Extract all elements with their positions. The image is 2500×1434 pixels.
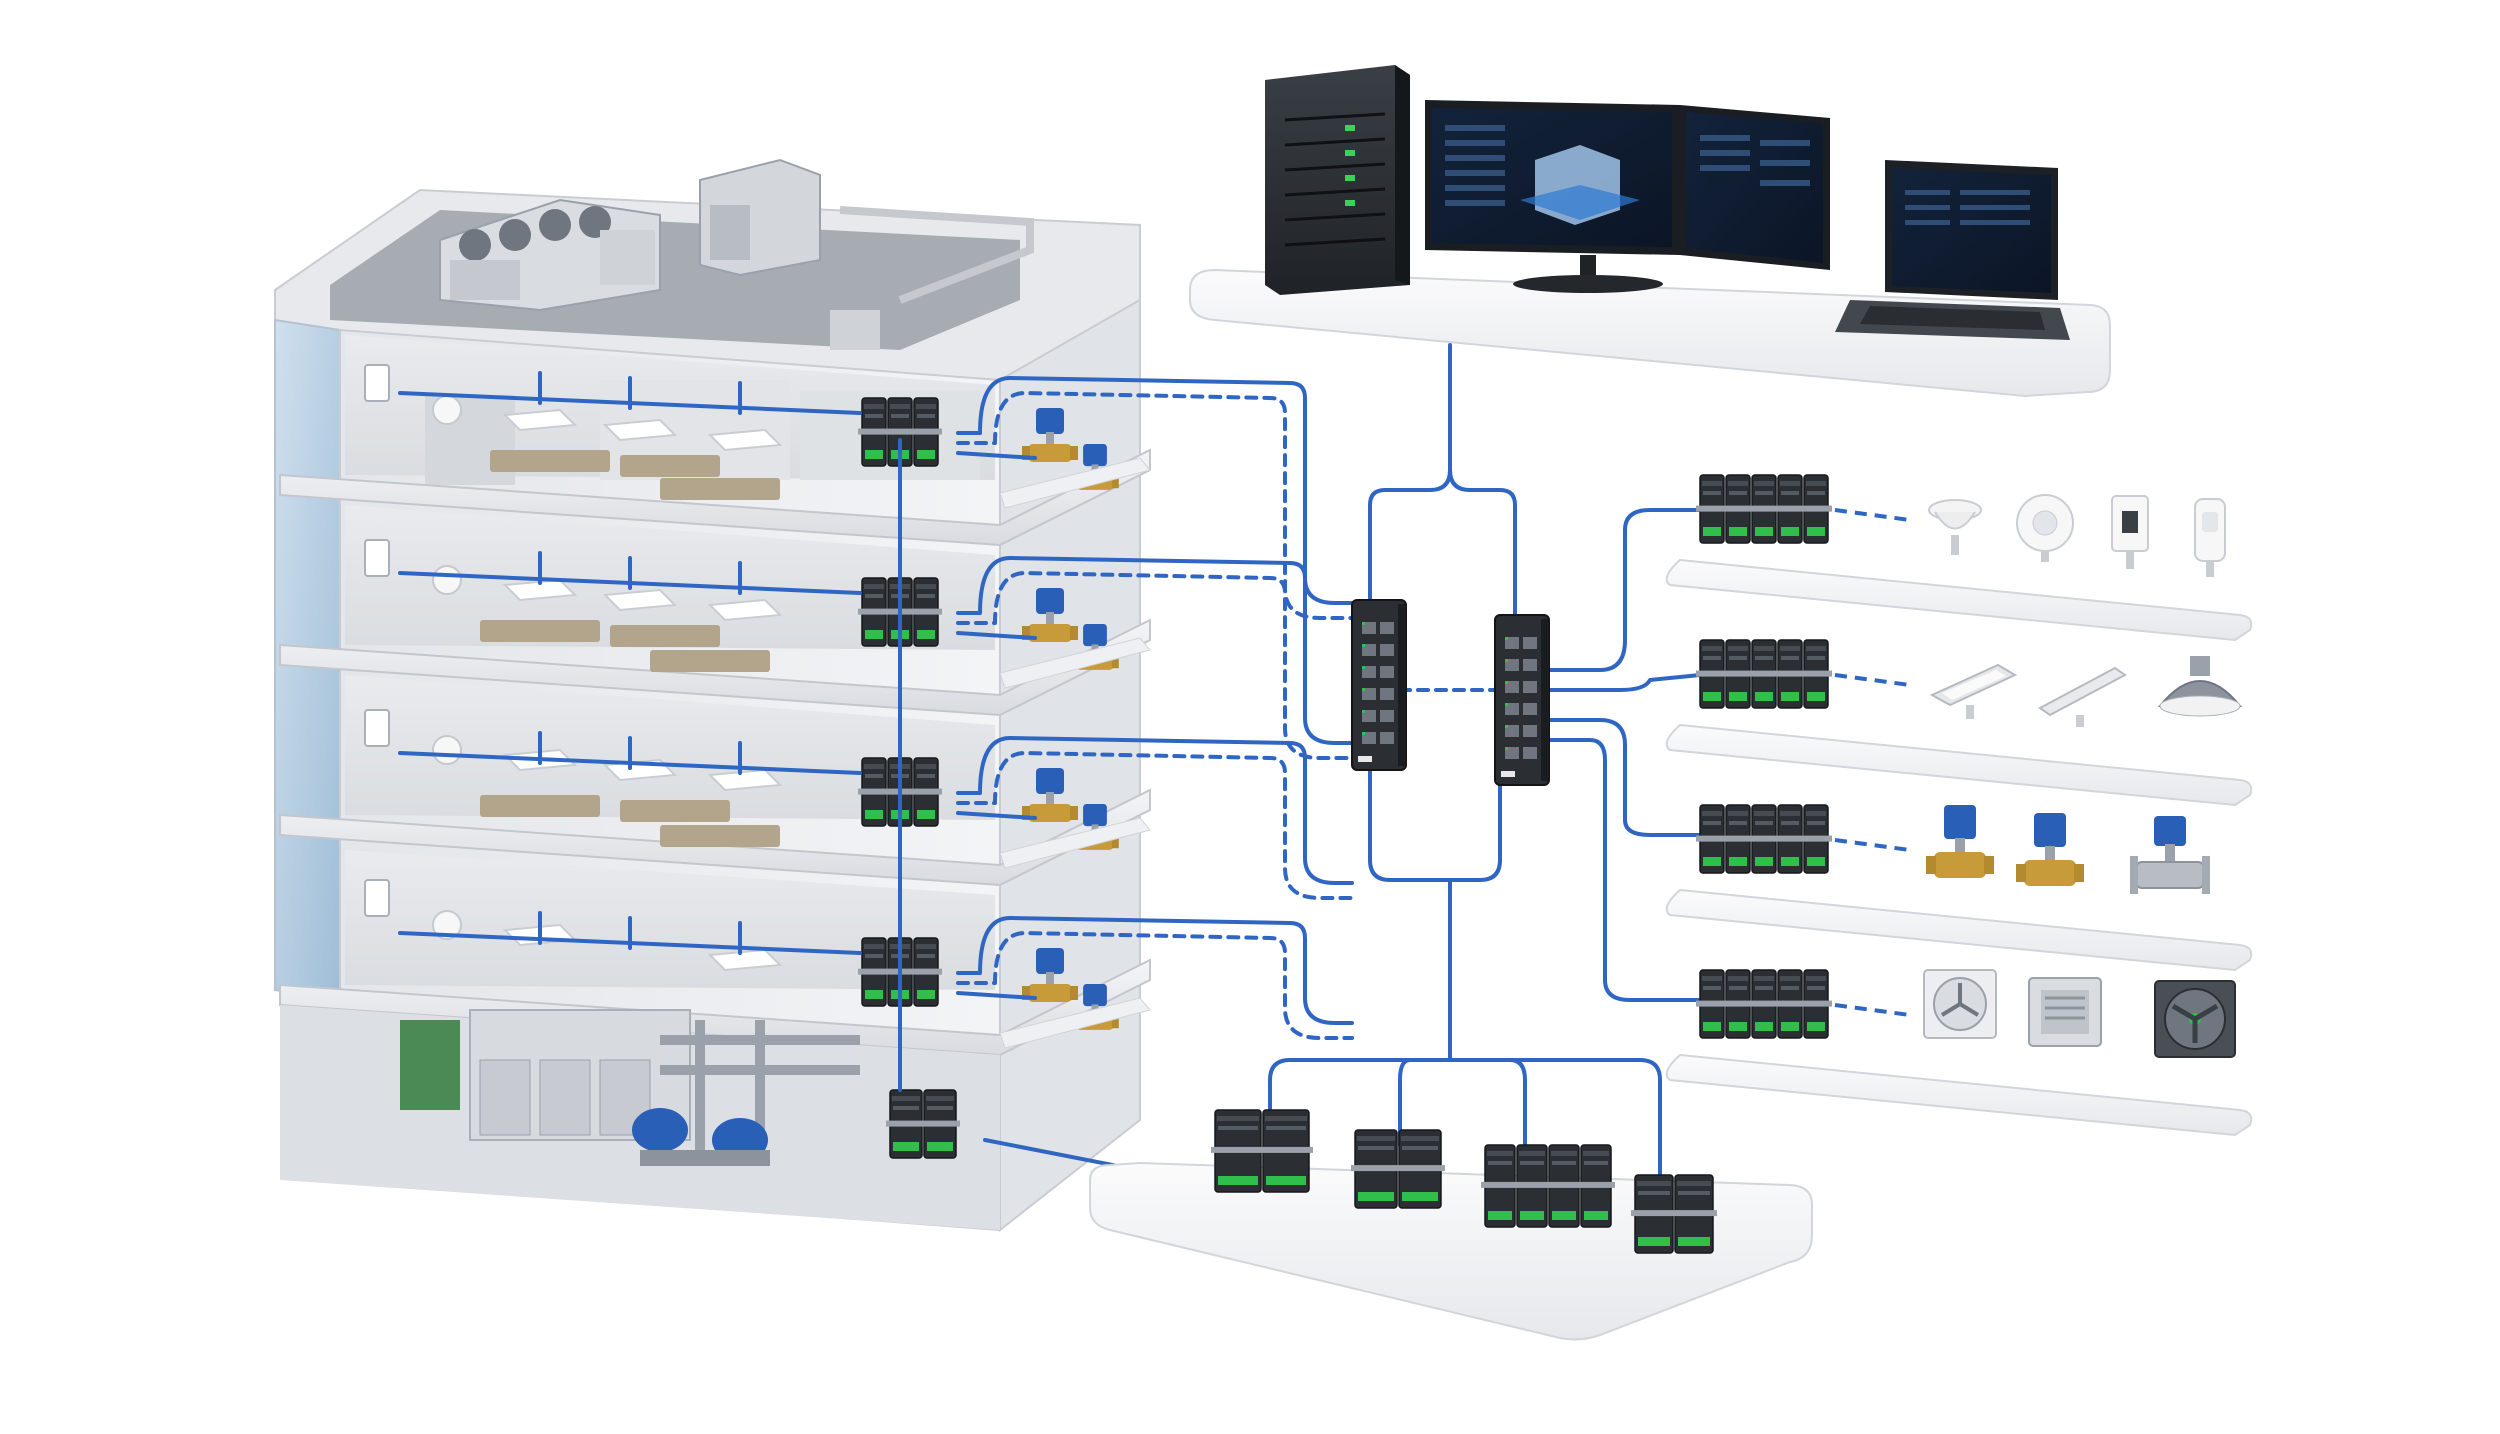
field-link-sensors [1834,508,1911,522]
room-sensors [432,395,462,940]
floor-valve-link-1 [956,991,1037,1000]
cable-floor-2-a [956,736,1354,885]
network-switches [1351,599,1550,786]
floor-valve-link-3 [956,631,1037,640]
bottom-controllers [1211,1109,1717,1254]
slab-3 [279,618,1151,717]
valves-valve-2-icon [2016,813,2084,886]
floor-1 [345,850,995,990]
bottom-platform [1089,1161,1813,1341]
sensors-wall-switch-3-icon [2111,495,2149,569]
cable-floor-4-a [956,376,1354,605]
floor-2 [345,675,995,820]
office-furniture [480,450,780,847]
cable-floor-1-b [956,931,1354,1040]
floor-valves [999,408,1151,1049]
fans-damper-2-icon [2028,977,2102,1047]
shelf-valves [1665,888,2253,972]
cable-bottom-4 [1448,1058,1662,1177]
bottom-controller-4 [1631,1174,1717,1254]
field-link-lighting [1834,673,1911,687]
field-link-fans [1834,1003,1911,1017]
bottom-controller-3 [1481,1144,1615,1228]
dual-monitor-icon [1425,100,1830,293]
field-device-rows [1665,474,2253,1137]
cable-row-fans [1543,738,1702,1002]
sensors-ceiling-sensor-1-icon [1928,499,1982,555]
field-controller-lighting [1696,639,1832,709]
cable-row-sensors [1543,508,1702,672]
floor-valve-link-2 [956,811,1037,820]
shelf-sensors [1665,558,2253,642]
floor-drops-3 [538,551,742,595]
bottom-controller-1 [1211,1109,1313,1193]
shelf-fans [1665,1053,2253,1137]
laptop-icon [1835,160,2070,340]
rooftop-ahu-icon [699,158,821,277]
network-switch-left [1351,599,1407,771]
cable-bottom-1 [1268,1058,1452,1127]
fans-fan-unit-1-icon [1923,969,1997,1039]
floor-valve-a-4 [1022,408,1078,462]
rooftop-chiller-icon [439,198,661,312]
pump-icon [632,1108,770,1166]
lighting-linear-light-2-icon [2038,666,2127,727]
slab-2 [279,788,1151,887]
wall-thermostats [364,364,390,917]
valves-valve-1-icon [1926,805,1994,878]
cable-floor-2-b [956,751,1354,900]
cable-floor-3-a [956,556,1354,745]
lighting-highbay-light-3-icon [2157,656,2243,717]
sensors-thermostat-4-icon [2194,498,2226,577]
cable-row-lighting [1543,673,1702,692]
cable-bottom-3 [1448,1058,1527,1152]
lighting-panel-light-1-icon [1929,663,2018,719]
floor-valve-a-1 [1022,948,1078,1002]
sensors-motion-sensor-2-icon [2016,494,2074,562]
cable-trunk-right [1448,468,1517,622]
plant-room-controller [886,1089,960,1159]
network-cables [398,343,1702,1187]
floor-drops-2 [538,731,742,775]
floor-drops-1 [538,911,742,955]
floor-valve-a-2 [1022,768,1078,822]
field-link-valves [1834,838,1911,852]
server-tower-icon [1265,65,1410,295]
cable-floor-1-a [956,916,1354,1025]
workstation-platform [1189,65,2111,398]
roof-railing [830,206,1034,350]
field-controller-sensors [1696,474,1832,544]
cable-floor-4-b [956,391,1354,620]
fans-exhaust-fan-3-icon [2154,980,2236,1058]
floor-valve-link-4 [956,451,1037,460]
network-switch-right [1494,614,1550,786]
floor-drops-4 [538,371,742,415]
valves-flanged-valve-3-icon [2130,816,2210,894]
floor-3 [345,505,995,650]
floor-valve-a-3 [1022,588,1078,642]
plant-room [280,1005,1000,1230]
floor-controller-4 [858,397,942,467]
building-side [999,298,1141,1233]
bottom-controller-2 [1351,1129,1445,1209]
cable-row-valves [1543,718,1702,837]
building [274,158,1151,1233]
field-controller-valves [1696,804,1832,874]
cable-trunk-left [1368,343,1452,602]
cable-switch-bottom-loop [1368,758,1502,882]
cable-floor-3-b [956,571,1354,760]
cable-bottom-2 [1398,1058,1452,1147]
field-controller-fans [1696,969,1832,1039]
floor-controller-2 [858,757,942,827]
shelf-lighting [1665,723,2253,807]
